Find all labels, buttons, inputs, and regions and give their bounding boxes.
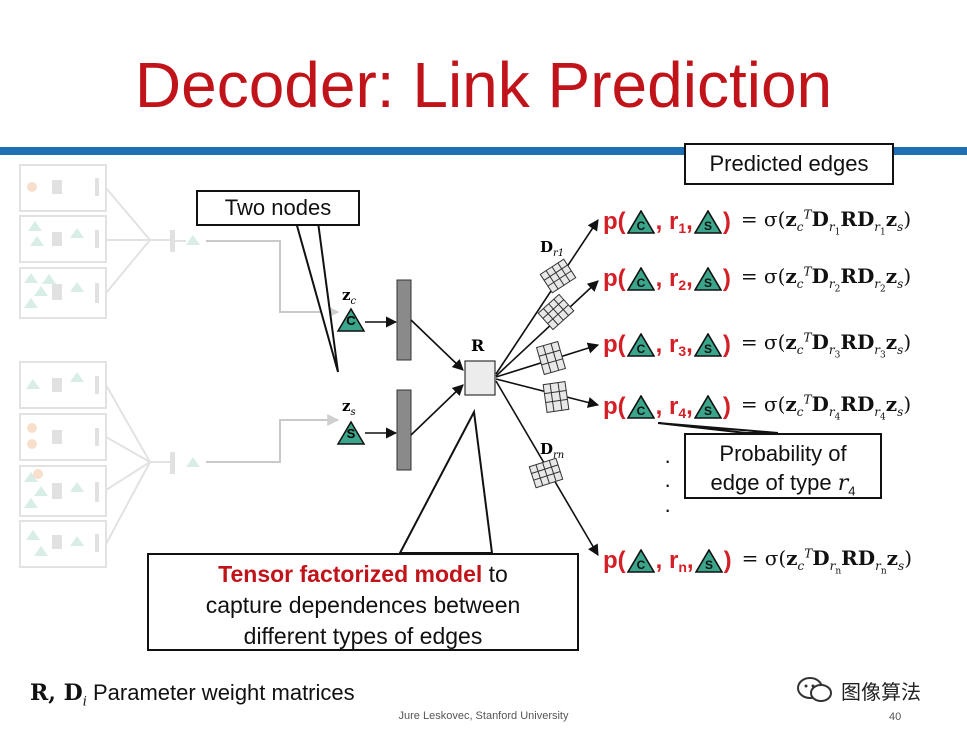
formula: = σ(zcTDrnRDrnzs) xyxy=(741,545,913,577)
probability-callout: Probability of edge of type r4 xyxy=(684,433,882,499)
faded-encoder-top xyxy=(19,164,200,319)
svg-text:S: S xyxy=(704,404,712,418)
d-matrix-rn xyxy=(528,457,564,489)
d-matrix-r2 xyxy=(537,293,575,331)
d-matrix-r1 xyxy=(539,258,577,294)
footer-credit: Jure Leskovec, Stanford University xyxy=(398,710,569,722)
node-s-letter: S xyxy=(346,426,356,441)
node-c-icon: C xyxy=(626,267,655,291)
node-s-icon: S xyxy=(693,267,722,291)
ellipsis-dot: · xyxy=(664,472,672,497)
svg-text:C: C xyxy=(636,558,645,572)
slide-title: Decoder: Link Prediction xyxy=(134,49,833,121)
formula: = σ(zcTDr2RDr2zs) xyxy=(740,263,912,295)
two-nodes-callout: Two nodes xyxy=(196,190,360,226)
ellipsis-dot: · xyxy=(664,448,672,473)
two-nodes-pointer xyxy=(294,221,339,373)
node-s-icon: S xyxy=(693,210,722,234)
node-c-icon: C xyxy=(626,549,655,573)
wechat-icon xyxy=(797,677,832,702)
ellipsis-dot: · xyxy=(664,497,672,522)
svg-text:S: S xyxy=(704,219,712,233)
node-s-icon: S xyxy=(693,395,722,419)
drn-label: Drn xyxy=(540,440,565,461)
svg-text:C: C xyxy=(636,219,645,233)
relation-matrix-box xyxy=(464,360,496,396)
watermark: 图像算法 xyxy=(795,675,921,705)
faded-encoder-bottom xyxy=(19,361,200,568)
formula: = σ(zcTDr3RDr3zs) xyxy=(740,329,912,361)
embedding-bar-c xyxy=(396,279,412,361)
node-s-triangle xyxy=(336,420,366,445)
zc-label: zc xyxy=(342,286,357,307)
dr1-label: Dr1 xyxy=(540,238,565,259)
d-matrix-r4 xyxy=(542,381,570,413)
title-divider xyxy=(0,147,967,155)
tensor-callout: Tensor factorized model to capture depen… xyxy=(147,553,579,651)
node-s-icon: S xyxy=(694,549,723,573)
parameter-legend: R, Di Parameter weight matrices xyxy=(30,680,355,710)
zs-label: zs xyxy=(342,397,356,418)
svg-text:C: C xyxy=(636,276,645,290)
node-c-icon: C xyxy=(626,210,655,234)
node-c-icon: C xyxy=(626,333,655,357)
svg-text:C: C xyxy=(636,404,645,418)
node-c-icon: C xyxy=(626,395,655,419)
probability-pointer xyxy=(657,422,779,434)
page-number: 40 xyxy=(889,711,902,723)
node-c-triangle xyxy=(336,307,366,332)
svg-text:C: C xyxy=(636,342,645,356)
node-c-letter: C xyxy=(346,313,356,328)
svg-text:S: S xyxy=(704,276,712,290)
diagram-canvas xyxy=(19,164,779,568)
r-label: R xyxy=(471,336,485,355)
svg-text:S: S xyxy=(704,342,712,356)
formula: = σ(zcTDr4RDr4zs) xyxy=(740,391,912,423)
formula: = σ(zcTDr1RDr1zs) xyxy=(740,206,912,238)
svg-text:S: S xyxy=(705,558,713,572)
predicted-edges-callout: Predicted edges xyxy=(684,143,894,185)
embedding-bar-s xyxy=(396,389,412,471)
d-matrix-r3 xyxy=(535,340,567,376)
node-s-icon: S xyxy=(693,333,722,357)
